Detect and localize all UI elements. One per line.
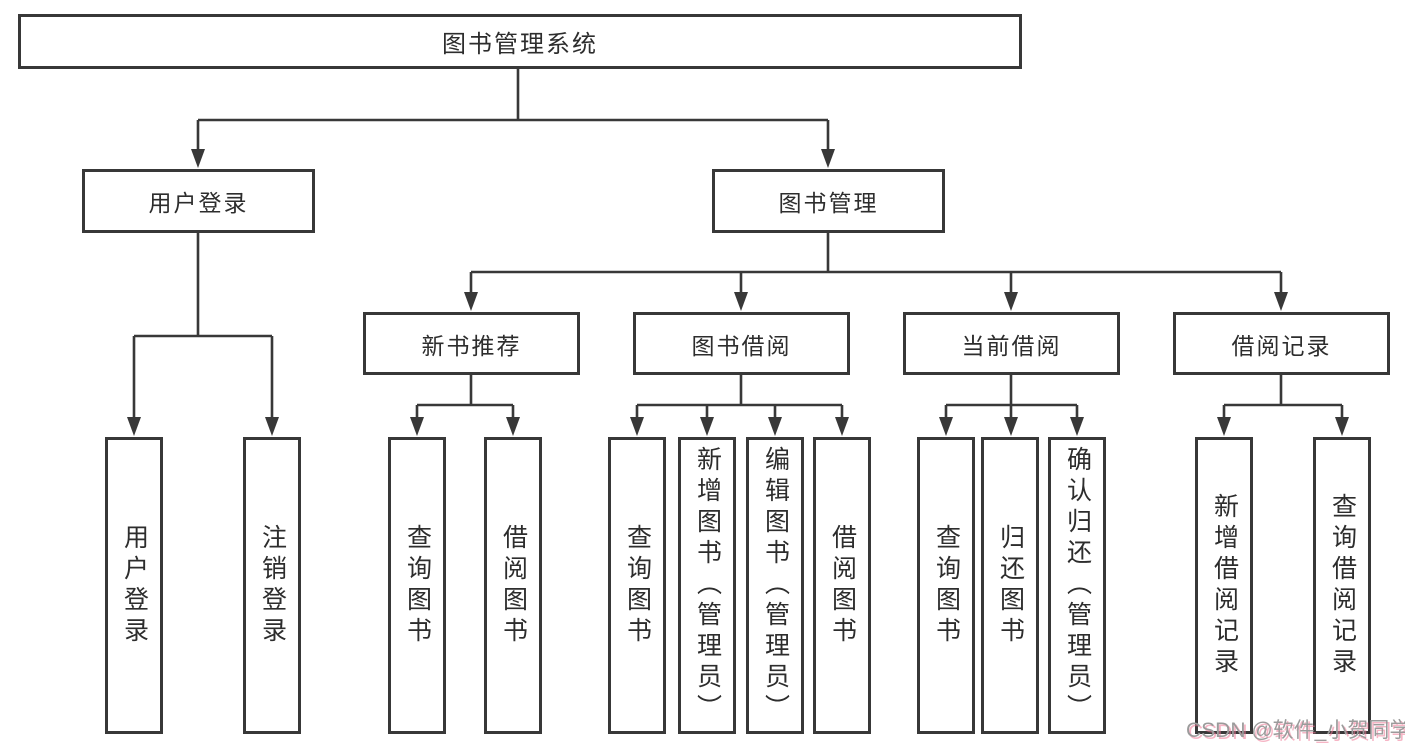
node-library-system: 图书管理系统 xyxy=(18,14,1022,69)
arrowhead xyxy=(734,292,748,311)
arrowhead xyxy=(700,417,714,436)
arrowhead xyxy=(127,417,141,436)
leaf-edit-book-admin: 编辑图书（管理员） xyxy=(746,437,804,734)
arrowhead xyxy=(191,149,205,168)
connector-current-borrow-split xyxy=(944,375,1079,420)
leaf-borrow-book-recommend: 借阅图书 xyxy=(484,437,542,734)
arrowhead xyxy=(939,417,953,436)
arrowhead xyxy=(265,417,279,436)
node-new-book-recommend: 新书推荐 xyxy=(363,312,580,375)
node-current-borrow: 当前借阅 xyxy=(903,312,1120,375)
csdn-watermark: CSDN @软件_小贺同学 xyxy=(1186,719,1405,742)
leaf-label: 查询图书 xyxy=(623,523,652,648)
node-book-borrow: 图书借阅 xyxy=(633,312,850,375)
leaf-user-login: 用户登录 xyxy=(105,437,163,734)
leaf-query-book-current: 查询图书 xyxy=(917,437,975,734)
leaf-label: 用户登录 xyxy=(120,523,149,648)
leaf-confirm-return-admin: 确认归还（管理员） xyxy=(1048,437,1106,734)
node-borrow-records: 借阅记录 xyxy=(1173,312,1390,375)
arrowhead xyxy=(506,417,520,436)
node-book-management: 图书管理 xyxy=(712,169,945,233)
leaf-label: 注销登录 xyxy=(258,523,287,648)
leaf-label: 借阅图书 xyxy=(499,523,528,648)
connector-book-management-split xyxy=(469,233,1283,294)
arrowhead xyxy=(821,149,835,168)
arrowhead xyxy=(1070,417,1084,436)
arrowhead xyxy=(410,417,424,436)
connector-new-book-split xyxy=(415,375,515,420)
leaf-query-book-borrow: 查询图书 xyxy=(608,437,666,734)
arrowhead xyxy=(630,417,644,436)
leaf-query-borrow-record: 查询借阅记录 xyxy=(1313,437,1371,734)
leaf-add-book-admin: 新增图书（管理员） xyxy=(678,437,736,734)
arrowhead xyxy=(1004,417,1018,436)
leaf-label: 查询图书 xyxy=(932,523,961,648)
arrowhead xyxy=(768,417,782,436)
arrowhead xyxy=(1004,292,1018,311)
leaf-label: 新增借阅记录 xyxy=(1210,492,1239,679)
arrowhead xyxy=(1335,417,1349,436)
arrowhead xyxy=(835,417,849,436)
leaf-return-book: 归还图书 xyxy=(981,437,1039,734)
leaf-label: 归还图书 xyxy=(996,523,1025,648)
leaf-label: 查询图书 xyxy=(403,523,432,648)
leaf-label: 新增图书（管理员） xyxy=(693,446,722,725)
leaf-add-borrow-record: 新增借阅记录 xyxy=(1195,437,1253,734)
node-user-login: 用户登录 xyxy=(82,169,315,233)
leaf-logout: 注销登录 xyxy=(243,437,301,734)
arrowhead xyxy=(1217,417,1231,436)
arrowhead xyxy=(464,292,478,311)
connector-root-split xyxy=(196,68,830,151)
leaf-label: 编辑图书（管理员） xyxy=(761,446,790,725)
leaf-query-book-recommend: 查询图书 xyxy=(388,437,446,734)
leaf-label: 确认归还（管理员） xyxy=(1063,446,1092,725)
leaf-label: 借阅图书 xyxy=(828,523,857,648)
leaf-borrow-book: 借阅图书 xyxy=(813,437,871,734)
connector-borrow-record-split xyxy=(1222,375,1344,420)
connector-book-borrow-split xyxy=(635,375,844,420)
connector-user-login-split xyxy=(132,233,274,420)
arrowhead xyxy=(1274,292,1288,311)
leaf-label: 查询借阅记录 xyxy=(1328,492,1357,679)
